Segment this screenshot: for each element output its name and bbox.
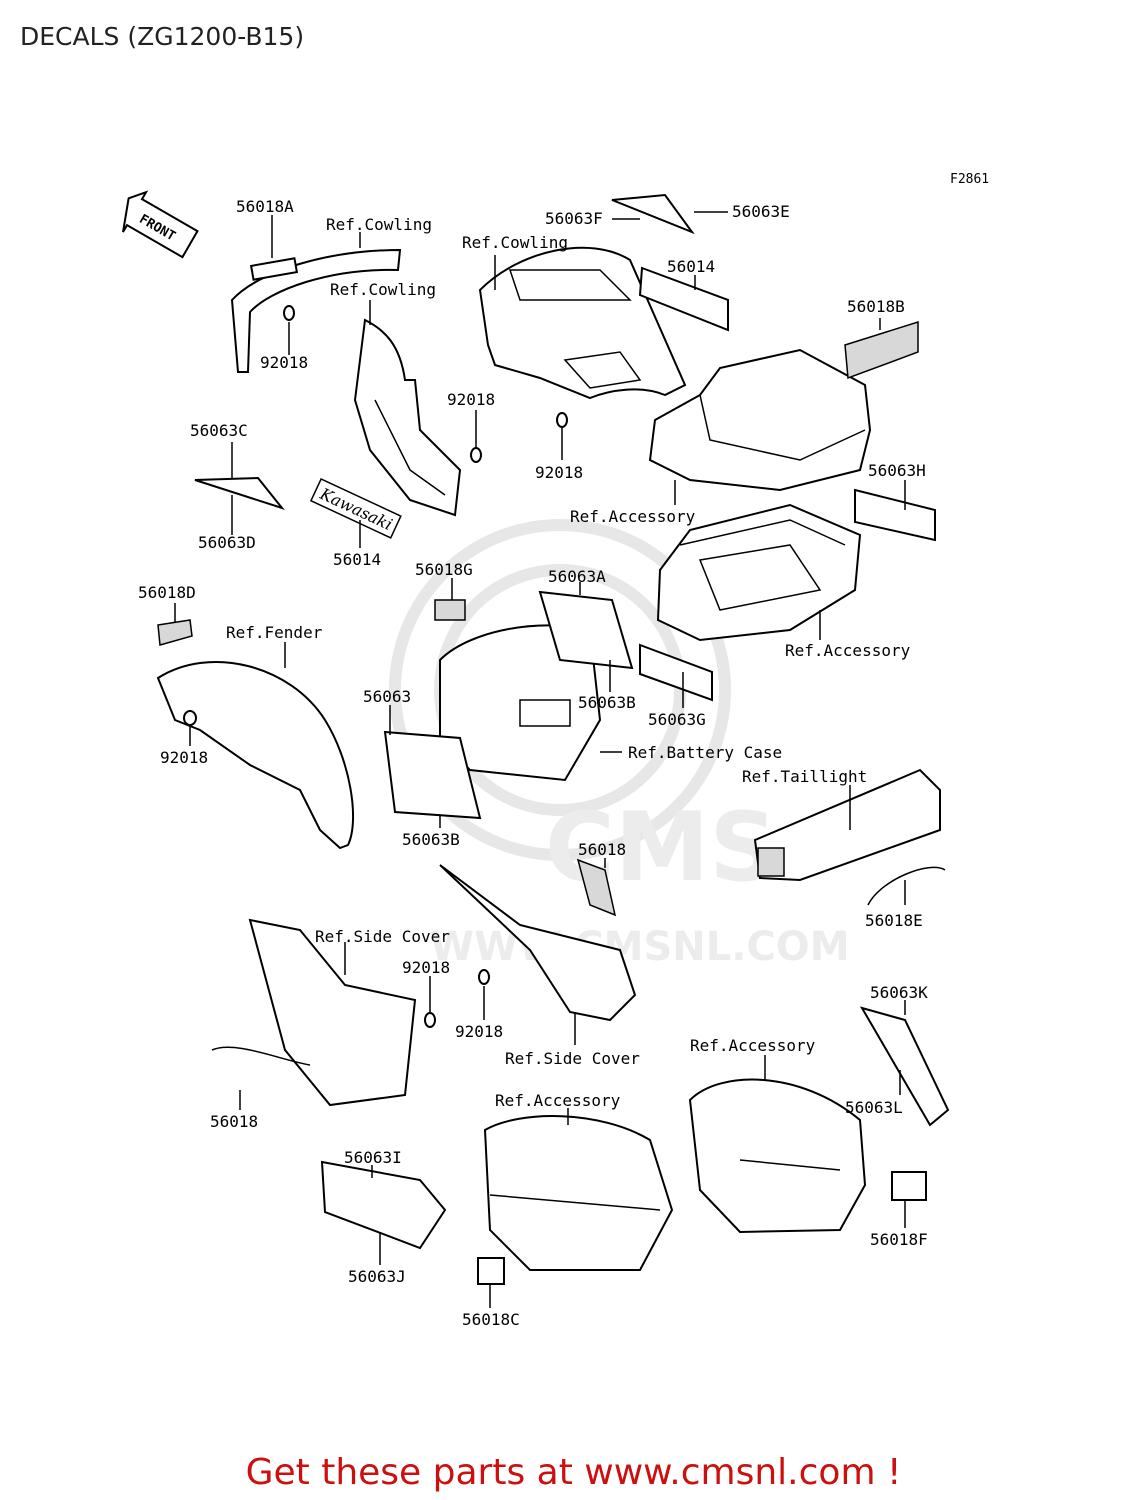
decal-56014-kawasaki: Kawasaki xyxy=(309,477,402,539)
label-ref-side-cover-2: Ref.Side Cover xyxy=(505,1049,640,1068)
label-56018C: 56018C xyxy=(462,1310,520,1329)
decal-56018D xyxy=(157,619,193,646)
label-56063B-2: 56063B xyxy=(402,830,460,849)
label-56063J: 56063J xyxy=(348,1267,406,1286)
label-56018G: 56018G xyxy=(415,560,473,579)
label-ref-taillight: Ref.Taillight xyxy=(742,767,867,786)
label-ref-cowling-1: Ref.Cowling xyxy=(326,215,432,234)
side-cover-right xyxy=(439,864,637,1022)
battery-case xyxy=(439,624,602,782)
watermark-logo: CMS WWW.CMSNL.COM xyxy=(389,519,850,970)
front-arrow-icon: FRONT xyxy=(122,190,199,259)
decal-56018E-voyager xyxy=(867,866,946,906)
grommet-92018-f xyxy=(478,969,490,985)
label-ref-fender: Ref.Fender xyxy=(226,623,323,642)
grommet-92018-a xyxy=(283,305,295,321)
label-56063I: 56063I xyxy=(344,1148,402,1167)
label-56018A: 56018A xyxy=(236,197,294,216)
label-56014-b: 56014 xyxy=(333,550,381,569)
side-cover-left xyxy=(248,918,417,1107)
label-92018-a: 92018 xyxy=(260,353,308,372)
label-56063F: 56063F xyxy=(545,209,603,228)
label-92018-d: 92018 xyxy=(160,748,208,767)
label-56063A: 56063A xyxy=(548,567,606,586)
part-labels: 56018A Ref.Cowling 56063F 56063E Ref.Cow… xyxy=(138,197,928,1329)
label-ref-side-cover-1: Ref.Side Cover xyxy=(315,927,450,946)
label-92018-f: 92018 xyxy=(455,1022,503,1041)
decal-56014-stripe xyxy=(638,266,729,332)
decal-56018-voyager xyxy=(211,1046,311,1066)
label-56018-a: 56018 xyxy=(578,840,626,859)
label-56018-b: 56018 xyxy=(210,1112,258,1131)
rear-fender xyxy=(156,619,354,850)
label-56063K: 56063K xyxy=(870,983,928,1002)
label-56063B-1: 56063B xyxy=(578,693,636,712)
figure-code: F2861 xyxy=(950,172,990,187)
saddlebag-left xyxy=(483,1115,674,1271)
decal-56018A xyxy=(249,257,299,281)
decal-56018C xyxy=(477,1257,505,1285)
label-92018-c: 92018 xyxy=(535,463,583,482)
decal-56063A xyxy=(538,590,634,670)
decal-56018F xyxy=(891,1171,927,1201)
label-56018E: 56018E xyxy=(865,911,923,930)
label-92018-b: 92018 xyxy=(447,390,495,409)
watermark-cms-text: CMS xyxy=(545,793,778,903)
trunk-base xyxy=(656,503,862,642)
page-title: DECALS (ZG1200-B15) xyxy=(20,22,305,51)
label-ref-accessory-2: Ref.Accessory xyxy=(785,641,911,660)
label-ref-accessory-4: Ref.Accessory xyxy=(495,1091,621,1110)
promo-banner-link[interactable]: Get these parts at www.cmsnl.com ! xyxy=(245,1452,902,1493)
decal-56018-side xyxy=(576,858,617,917)
trunk-lid xyxy=(648,348,872,492)
label-ref-cowling-3: Ref.Cowling xyxy=(330,280,436,299)
leader-lines xyxy=(174,211,906,1308)
label-56063D: 56063D xyxy=(198,533,256,552)
cowling-fairing xyxy=(478,246,687,400)
grommet-92018-e xyxy=(424,1012,436,1028)
decal-56018B xyxy=(844,320,919,380)
decal-56063H xyxy=(854,488,936,542)
label-56018F: 56018F xyxy=(870,1230,928,1249)
label-56063: 56063 xyxy=(363,687,411,706)
label-ref-accessory-1: Ref.Accessory xyxy=(570,507,696,526)
decal-56063K xyxy=(859,1006,950,1127)
cowling-inner-panel xyxy=(353,318,462,517)
saddlebag-right xyxy=(688,1078,867,1234)
label-ref-battery-case: Ref.Battery Case xyxy=(628,743,782,762)
grommet-92018-c xyxy=(556,412,568,428)
decal-56063C xyxy=(194,476,285,510)
label-56018B: 56018B xyxy=(847,297,905,316)
cowling-trim-upper xyxy=(230,248,402,373)
label-56014-a: 56014 xyxy=(667,257,715,276)
watermark-url-text: WWW.CMSNL.COM xyxy=(430,924,850,970)
decal-56063G xyxy=(639,643,713,702)
label-56063C: 56063C xyxy=(190,421,248,440)
grommet-92018-d xyxy=(183,710,197,726)
label-ref-cowling-2: Ref.Cowling xyxy=(462,233,568,252)
grommet-92018-b xyxy=(470,447,482,463)
label-92018-e: 92018 xyxy=(402,958,450,977)
decal-56063I xyxy=(320,1160,447,1250)
taillight xyxy=(753,768,941,882)
label-56063L: 56063L xyxy=(845,1098,903,1117)
label-56063H: 56063H xyxy=(868,461,926,480)
label-56063G: 56063G xyxy=(648,710,706,729)
decal-56063B xyxy=(383,730,482,820)
decal-56063E xyxy=(611,193,695,235)
decal-56018G xyxy=(434,599,466,621)
label-ref-accessory-3: Ref.Accessory xyxy=(690,1036,816,1055)
label-56018D: 56018D xyxy=(138,583,196,602)
label-56063E: 56063E xyxy=(732,202,790,221)
